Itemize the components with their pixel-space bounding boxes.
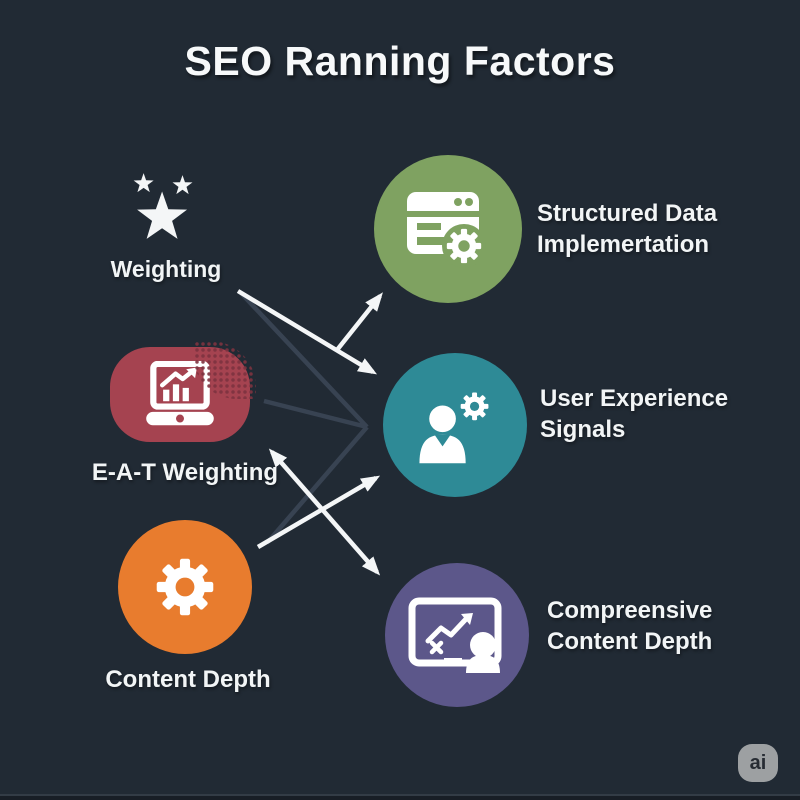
user-experience-label: User Experience Signals bbox=[540, 383, 728, 445]
content-depth-label: Content Depth bbox=[105, 666, 271, 693]
user-experience-label-line2: Signals bbox=[540, 416, 626, 443]
gear-icon bbox=[156, 558, 214, 616]
structured-data-label: Structured Data Implemertation bbox=[537, 198, 717, 260]
weighting-label: Weighting bbox=[110, 256, 222, 282]
structured-data-node bbox=[374, 155, 522, 303]
arrow-eat-to-comprehensive-double bbox=[268, 448, 381, 576]
bottom-divider-line bbox=[0, 794, 800, 796]
comprehensive-depth-label-line2: Content Depth bbox=[547, 628, 713, 655]
ai-watermark-label: ai bbox=[749, 751, 767, 774]
weighting-node bbox=[126, 172, 204, 247]
comprehensive-depth-label: Compreensive Content Depth bbox=[547, 595, 712, 657]
user-experience-node bbox=[383, 353, 527, 497]
ai-watermark-badge: ai bbox=[738, 744, 778, 782]
user-experience-label-line1: User Experience bbox=[540, 385, 729, 412]
user-gear-icon bbox=[419, 392, 489, 464]
structured-data-label-line1: Structured Data bbox=[537, 200, 718, 227]
comprehensive-depth-label-line1: Compreensive bbox=[547, 597, 713, 624]
presentation-chart-icon bbox=[408, 597, 502, 673]
structured-data-label-line2: Implemertation bbox=[537, 231, 710, 258]
eat-weighting-label: E-A-T Weighting bbox=[91, 459, 279, 486]
arrow-branch-to-structured-data bbox=[335, 292, 383, 352]
content-depth-node bbox=[118, 520, 252, 654]
bottom-edge-shade bbox=[0, 796, 800, 800]
arrow-weighting-to-user-experience bbox=[236, 289, 378, 375]
stars-icon bbox=[133, 173, 193, 239]
page-title: SEO Ranning Factors bbox=[184, 38, 616, 84]
comprehensive-depth-node bbox=[385, 563, 529, 707]
browser-gear-icon bbox=[407, 192, 486, 268]
analytics-laptop-icon bbox=[146, 360, 214, 425]
eat-weighting-node bbox=[110, 341, 256, 442]
